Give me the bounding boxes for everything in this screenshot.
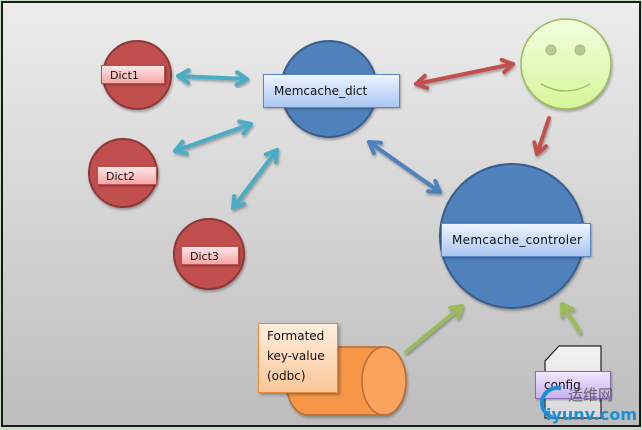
smiley-user-icon [520, 18, 612, 110]
arrow-config-memcache_controler [560, 302, 582, 334]
watermark: 运维网 iyunv.com [533, 379, 640, 428]
arrow-storage-memcache_controler [404, 304, 464, 354]
storage-label: Formated key-value (odbc) [258, 323, 338, 393]
arrow-user-memcache_controler [532, 116, 551, 156]
arrow-dict2-memcache_dict [173, 119, 253, 156]
watermark-en-text: iyunv.com [546, 405, 638, 424]
dict1-label: Dict1 [101, 65, 165, 84]
arrows [173, 57, 582, 354]
watermark-cn-text: 运维网 [568, 386, 614, 404]
arrow-dict3-memcache_dict [231, 148, 279, 210]
dict3-label: Dict3 [181, 246, 239, 265]
storage-label-line: (odbc) [267, 369, 306, 383]
dict2-label: Dict2 [97, 166, 157, 185]
storage-label-line: key-value [267, 349, 325, 363]
memcache-controler-label: Memcache_controler [441, 223, 591, 257]
memcache-dict-label: Memcache_dict [263, 74, 400, 108]
arrow-memcache_dict-user [414, 57, 515, 91]
storage-label-line: Formated [267, 329, 325, 343]
arrow-memcache_dict-memcache_controler [367, 140, 442, 194]
arrow-dict1-memcache_dict [176, 68, 249, 87]
config-label: config [535, 371, 611, 399]
